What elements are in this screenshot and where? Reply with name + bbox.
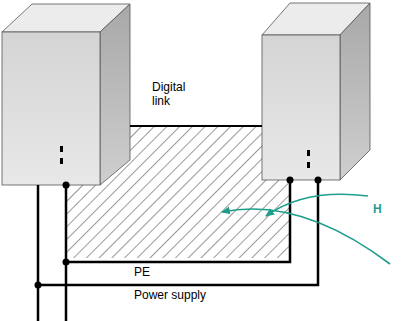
magnetic-field-arrows [222, 194, 390, 264]
link-label: Digital link [152, 80, 202, 108]
junction-dots [35, 177, 322, 289]
field-label: H [373, 202, 382, 216]
wiring [38, 180, 318, 321]
right-cabinet [262, 3, 370, 180]
digital-link-wire [130, 125, 262, 127]
pe-label: PE [134, 265, 150, 279]
supply-label: Power supply [134, 288, 206, 302]
left-cabinet [2, 4, 130, 185]
